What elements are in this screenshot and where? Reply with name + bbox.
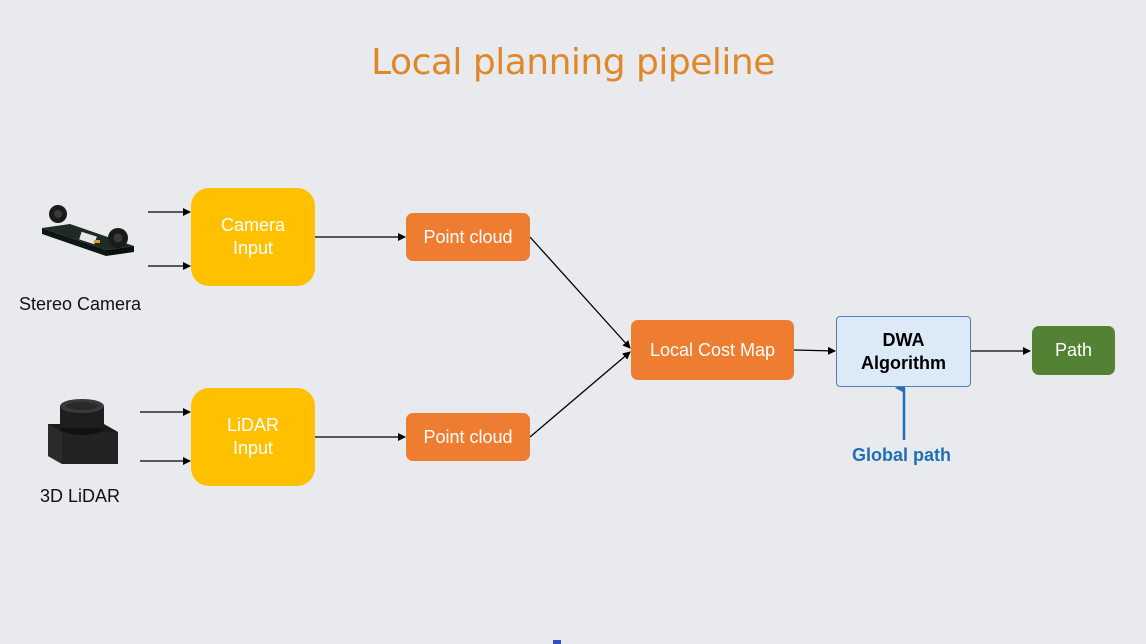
point-cloud-top-label: Point cloud — [423, 226, 513, 247]
global-path-label: Global path — [852, 445, 951, 465]
edge-pointcloud-bottom-to-costmap — [529, 351, 631, 438]
lidar-label: 3D LiDAR — [40, 486, 121, 506]
dwa-algorithm-label: DWA Algorithm — [861, 329, 946, 373]
lidar-input-node: LiDAR Input — [191, 388, 315, 486]
lidar-sensor-icon — [48, 399, 118, 464]
slide-edge-mark — [553, 640, 561, 644]
dwa-algorithm-node: DWA Algorithm — [836, 316, 971, 387]
lidar-input-label: LiDAR Input — [226, 415, 279, 458]
camera-input-node: Camera Input — [191, 188, 315, 286]
point-cloud-bottom-label: Point cloud — [423, 426, 513, 447]
point-cloud-bottom-node: Point cloud — [406, 413, 530, 461]
point-cloud-top-node: Point cloud — [406, 213, 530, 261]
page-title: Local planning pipeline — [371, 42, 775, 83]
path-label: Path — [1054, 340, 1093, 360]
path-node: Path — [1032, 326, 1115, 375]
stereo-camera-icon — [42, 205, 134, 256]
local-cost-map-node: Local Cost Map — [631, 320, 794, 380]
stereo-camera-label: Stereo Camera — [19, 294, 142, 314]
edge-pointcloud-top-to-costmap — [529, 236, 631, 349]
edge-costmap-to-dwa — [793, 346, 836, 355]
camera-input-label: Camera Input — [220, 215, 286, 258]
local-cost-map-label: Local Cost Map — [649, 339, 776, 360]
